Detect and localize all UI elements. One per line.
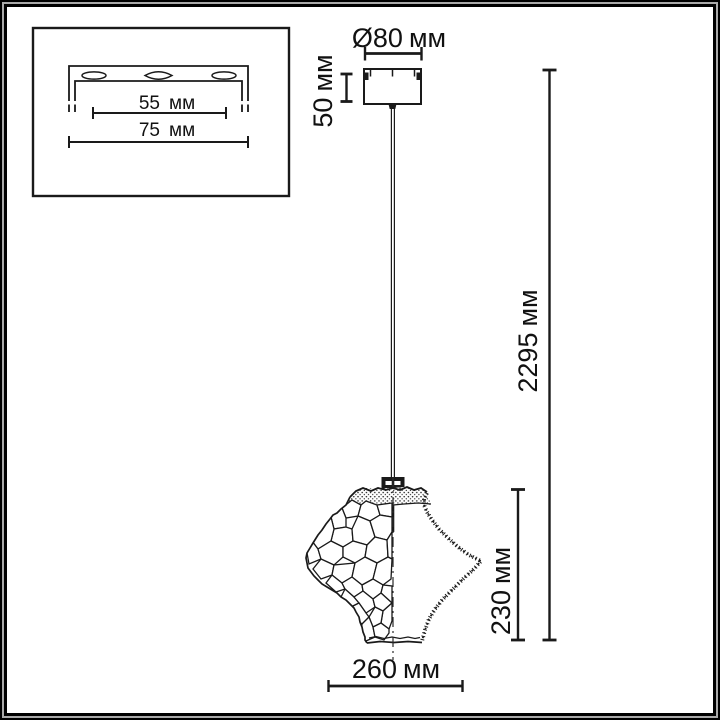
cord-nipple xyxy=(388,104,397,109)
shade-bottom-rim xyxy=(366,640,423,644)
bracket-inset-box xyxy=(31,26,291,198)
bracket-left-slot xyxy=(81,71,107,80)
shade-width-unit: мм xyxy=(402,653,441,684)
shade-right-outline xyxy=(420,492,485,642)
drawing-area: 55 мм 75 мм Ø80 мм 50 мм 2295 мм 230 м xyxy=(7,7,713,713)
canopy-diameter-unit: мм xyxy=(408,22,447,53)
bracket-outer-contour xyxy=(68,65,249,112)
bracket-right-foot-notch xyxy=(241,101,249,105)
bracket-right-slot xyxy=(211,71,237,80)
shade-crackle-cells xyxy=(307,499,393,642)
bracket-drawing xyxy=(68,65,249,112)
cord xyxy=(390,109,395,479)
shade-bottom-rim-inner xyxy=(368,635,421,640)
bracket-inner-width-label: 55 мм xyxy=(102,92,232,116)
canopy-height-value: 50 xyxy=(307,97,338,128)
canopy-height-unit: мм xyxy=(307,54,338,92)
bracket-dimension-lines xyxy=(68,107,249,148)
shade-drawing xyxy=(305,477,485,660)
total-height-unit: мм xyxy=(512,289,543,327)
bracket-center-slot xyxy=(143,71,174,80)
shade-height-label: 230 мм xyxy=(485,531,516,651)
bracket-outer-width-unit: мм xyxy=(169,120,196,141)
total-height-label: 2295 мм xyxy=(512,271,543,411)
shade-height-unit: мм xyxy=(485,546,516,585)
bracket-outer-width-value: 75 xyxy=(138,120,160,141)
canopy-diameter-value: Ø80 xyxy=(351,22,403,53)
canopy-right-clip xyxy=(416,72,421,80)
bracket-inner-width-unit: мм xyxy=(169,93,196,114)
shade-height-value: 230 xyxy=(485,590,516,636)
bracket-outer-width-label: 75 мм xyxy=(102,119,232,143)
canopy-diameter-label: Ø80 мм xyxy=(319,22,479,53)
shade-collar-top-edge xyxy=(349,486,428,498)
canopy-height-label: 50 мм xyxy=(307,31,338,151)
dimension-lines xyxy=(327,47,557,692)
shade-right-outline-grain-2 xyxy=(421,492,483,642)
shade-left-outline xyxy=(305,496,368,644)
bracket-inner-width-value: 55 xyxy=(138,93,160,114)
shade-width-label: 260 мм xyxy=(316,653,476,684)
bracket-inner-contour xyxy=(74,80,243,112)
total-height-value: 2295 xyxy=(512,332,543,393)
shade-right-outline-grain-1 xyxy=(420,492,485,642)
bracket-left-foot-notch xyxy=(68,101,76,105)
inset-border xyxy=(31,26,291,198)
canopy-drawing xyxy=(363,68,422,109)
shade-width-value: 260 xyxy=(351,653,397,684)
canopy-left-clip xyxy=(364,72,369,80)
